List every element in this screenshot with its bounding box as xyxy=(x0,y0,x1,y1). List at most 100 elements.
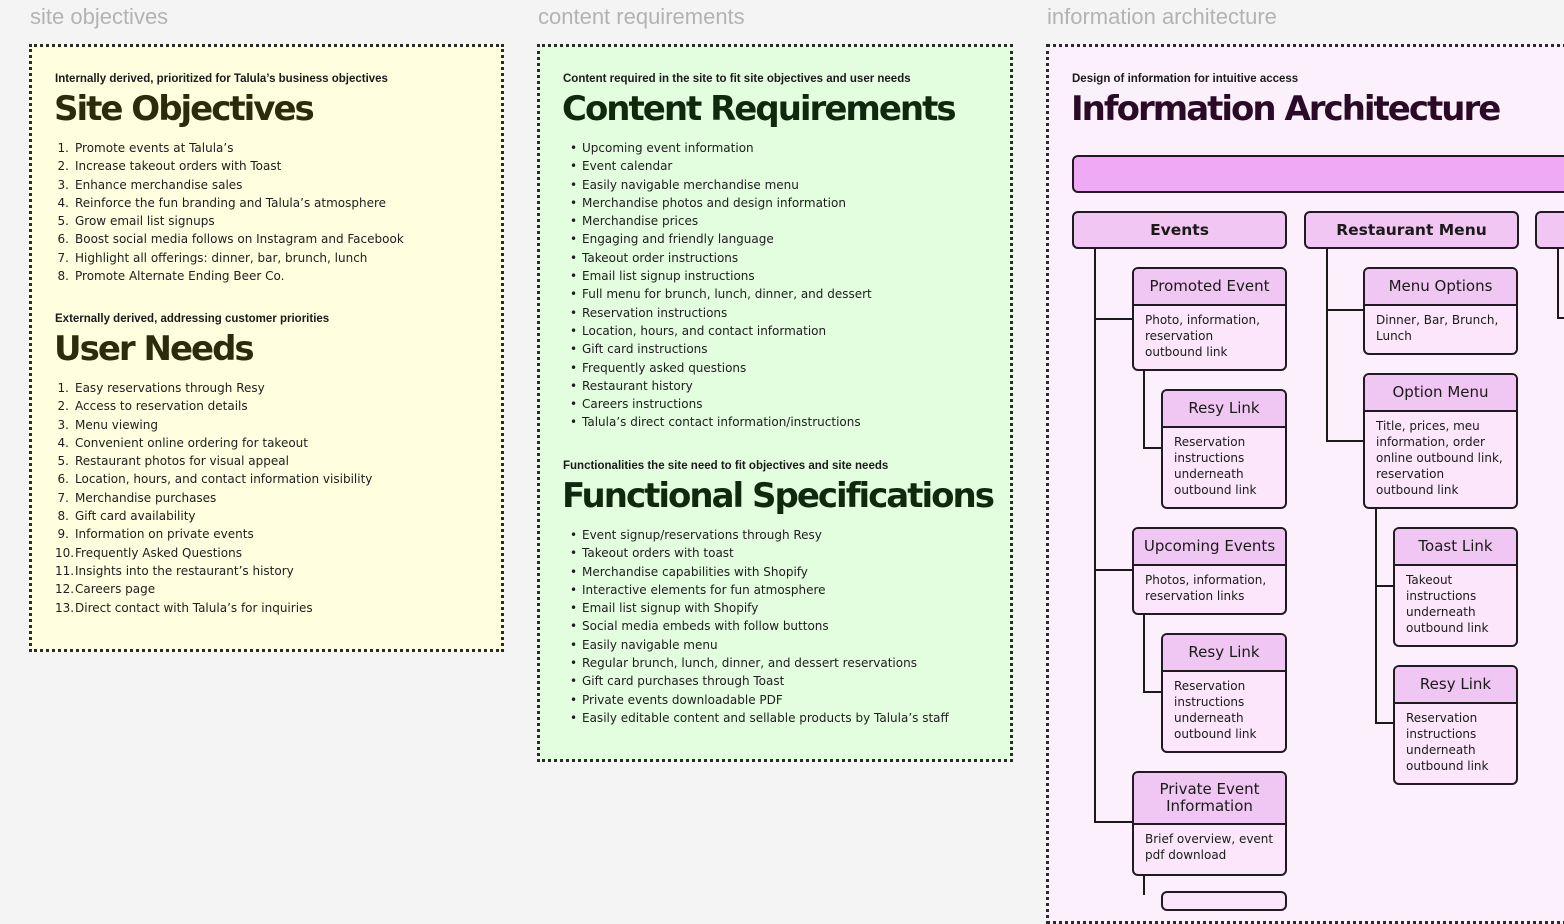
bullet-icon: • xyxy=(570,601,578,616)
ia-node-title: Toast Link xyxy=(1395,529,1516,566)
ia-node-desc: Takeout instructions underneath outbound… xyxy=(1406,573,1489,635)
ia-root-node xyxy=(1072,155,1564,193)
ia-node-desc: Reservation instructions underneath outb… xyxy=(1174,679,1257,741)
list-item: 6.Location, hours, and contact informati… xyxy=(55,470,373,488)
bullet-icon: • xyxy=(570,397,578,412)
list-item: 13.Direct contact with Talula’s for inqu… xyxy=(55,599,372,617)
list-item-number: 6. xyxy=(57,232,69,247)
list-item: 5.Restaurant photos for visual appeal xyxy=(55,452,372,470)
ia-node-title: Option Menu xyxy=(1365,375,1516,412)
ia-connector xyxy=(1143,691,1162,693)
list-item: 10.Frequently Asked Questions xyxy=(55,544,372,562)
list-item-text: Easily navigable merchandise menu xyxy=(582,177,799,192)
bullet-icon: • xyxy=(570,692,578,707)
list-item: • Social media embeds with follow buttons xyxy=(563,617,949,635)
functional-specs-title: Functional Specifications xyxy=(562,476,995,516)
bullet-icon: • xyxy=(570,656,578,671)
ia-connector xyxy=(1143,614,1145,692)
list-item: 7.Highlight all offerings: dinner, bar, … xyxy=(55,249,404,267)
list-item-number: 3. xyxy=(57,417,69,432)
ia-connector xyxy=(1094,821,1133,823)
list-item-text: Location, hours, and contact information… xyxy=(75,472,373,487)
ia-connector xyxy=(1143,447,1162,449)
bullet-icon: • xyxy=(570,195,578,210)
list-item-text: Merchandise photos and design informatio… xyxy=(582,195,846,210)
list-item: 7.Merchandise purchases xyxy=(55,489,372,507)
list-item-text: Merchandise purchases xyxy=(75,490,217,505)
ia-category-events: Events xyxy=(1072,211,1287,249)
functional-specs-kicker: Functionalities the site need to fit obj… xyxy=(563,460,889,472)
list-item-text: Event signup/reservations through Resy xyxy=(582,528,822,542)
list-item: •Takeout orders with toast xyxy=(563,544,949,562)
list-item-text: Convenient online ordering for takeout xyxy=(75,435,308,450)
list-item-text: Promote events at Talula’s xyxy=(75,141,234,155)
site-objectives-kicker: Internally derived, prioritized for Talu… xyxy=(55,73,388,85)
ia-node-desc: Brief overview, event pdf download xyxy=(1145,832,1274,862)
list-item: • Gift card instructions xyxy=(563,340,872,358)
bullet-icon: • xyxy=(570,564,578,579)
list-item: 2.Increase takeout orders with Toast xyxy=(55,157,404,175)
list-item-number: 7. xyxy=(57,250,69,265)
list-item-text: Careers page xyxy=(75,582,156,597)
content-requirements-kicker: Content required in the site to fit site… xyxy=(563,73,911,85)
bullet-icon: • xyxy=(570,619,578,634)
ia-node-resy-link: Resy Link Reservation instructions under… xyxy=(1393,665,1518,785)
bullet-icon: • xyxy=(570,546,578,561)
list-item-text: Location, hours, and contact information xyxy=(582,323,827,338)
list-item-number: 9. xyxy=(57,527,69,542)
list-item-text: Promote Alternate Ending Beer Co. xyxy=(75,269,285,284)
ia-connector xyxy=(1375,722,1394,724)
list-item-text: Social media embeds with follow buttons xyxy=(582,619,829,634)
list-item: •Reservation instructions xyxy=(563,304,872,322)
list-item-text: Boost social media follows on Instagram … xyxy=(75,232,404,247)
list-item-number: 8. xyxy=(57,269,69,284)
ia-connector xyxy=(1557,249,1559,319)
bullet-icon: • xyxy=(570,415,578,430)
bullet-icon: • xyxy=(570,342,578,357)
ia-node-title: Menu Options xyxy=(1365,269,1516,306)
list-item: •Event calendar xyxy=(563,157,872,175)
list-item: 1.Promote events at Talula’s xyxy=(55,139,404,157)
list-item-number: 5. xyxy=(57,214,69,229)
bullet-icon: • xyxy=(570,637,578,652)
ia-connector xyxy=(1326,440,1364,442)
list-item-text: Private events downloadable PDF xyxy=(582,692,783,707)
list-item-number: 12. xyxy=(55,582,75,597)
content-requirements-panel: Content required in the site to fit site… xyxy=(537,44,1013,762)
list-item-text: Engaging and friendly language xyxy=(582,232,774,247)
list-item-text: Talula’s direct contact information/inst… xyxy=(582,415,861,430)
bullet-icon: • xyxy=(570,360,578,375)
list-item-text: Grow email list signups xyxy=(75,214,215,229)
bullet-icon: • xyxy=(570,269,578,284)
list-item-text: Merchandise capabilities with Shopify xyxy=(582,564,808,579)
bullet-icon: • xyxy=(570,214,578,229)
ia-connector xyxy=(1375,585,1394,587)
bullet-icon: • xyxy=(570,232,578,247)
ia-title: Information Architecture xyxy=(1071,89,1501,129)
list-item-number: 13. xyxy=(55,600,75,615)
ia-category-restaurant-menu: Restaurant Menu xyxy=(1304,211,1519,249)
ia-connector xyxy=(1094,569,1133,571)
list-item: •Upcoming event information xyxy=(563,139,872,157)
list-item-number: 1. xyxy=(57,381,69,395)
list-item-text: Easily editable content and sellable pro… xyxy=(582,710,949,725)
list-item: •Frequently asked questions xyxy=(563,359,872,377)
user-needs-kicker: Externally derived, addressing customer … xyxy=(55,313,330,325)
list-item-number: 11. xyxy=(55,563,75,578)
list-item-text: Access to reservation details xyxy=(75,399,248,414)
bullet-icon: • xyxy=(570,141,578,155)
list-item-number: 2. xyxy=(57,159,69,174)
list-item-text: Gift card instructions xyxy=(582,342,708,357)
bullet-icon: • xyxy=(570,582,578,597)
list-item: • Event signup/reservations through Resy xyxy=(563,526,949,544)
list-item-text: Careers instructions xyxy=(582,397,703,412)
bullet-icon: • xyxy=(570,710,578,725)
list-item-text: Event calendar xyxy=(582,159,673,174)
bullet-icon: • xyxy=(570,323,578,338)
bullet-icon: • xyxy=(570,528,578,542)
list-item-number: 3. xyxy=(57,177,69,192)
list-item: • Merchandise capabilities with Shopify xyxy=(563,563,949,581)
ia-node-private-event-information: Private Event Information Brief overview… xyxy=(1132,771,1287,876)
list-item: •Merchandise prices xyxy=(563,212,872,230)
